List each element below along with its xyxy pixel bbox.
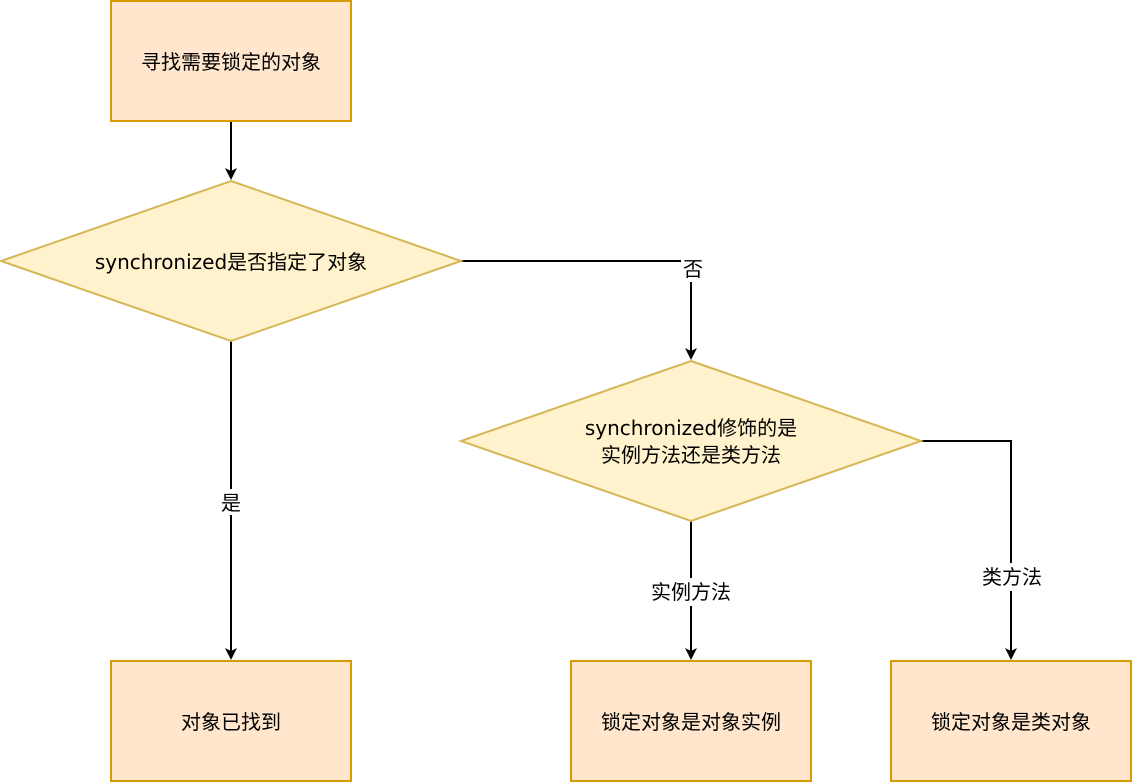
edge-label-no-text: 否	[683, 257, 703, 281]
edge-labels: 否 是 实例方法 类方法	[218, 256, 1047, 606]
edge-label-yes: 是	[218, 489, 244, 515]
node-lock-instance: 锁定对象是对象实例	[570, 660, 812, 782]
node-find-object-label: 寻找需要锁定的对象	[141, 50, 321, 74]
edge-label-yes-text: 是	[221, 491, 241, 515]
node-lock-class-label: 锁定对象是类对象	[931, 710, 1091, 734]
node-decision-method-label-line1: synchronized修饰的是	[585, 416, 797, 440]
node-decision-specified: synchronized是否指定了对象	[0, 179, 465, 343]
node-lock-class: 锁定对象是类对象	[890, 660, 1132, 782]
node-find-object: 寻找需要锁定的对象	[110, 0, 352, 122]
node-lock-instance-label: 锁定对象是对象实例	[601, 710, 781, 734]
node-object-found-label: 对象已找到	[181, 710, 281, 734]
node-object-found: 对象已找到	[110, 660, 352, 782]
edge-label-class-method-text: 类方法	[982, 565, 1042, 589]
edge-label-class-method: 类方法	[977, 563, 1047, 591]
node-decision-method-label-line2: 实例方法还是类方法	[601, 443, 781, 467]
edge-no	[461, 260, 697, 360]
edge-label-instance-method-text: 实例方法	[651, 580, 731, 604]
node-decision-specified-label: synchronized是否指定了对象	[95, 250, 367, 274]
edge-label-no: 否	[681, 256, 705, 282]
edge-label-instance-method: 实例方法	[641, 578, 741, 606]
node-decision-method: synchronized修饰的是 实例方法还是类方法	[457, 359, 925, 523]
edge-class-method	[921, 440, 1017, 660]
